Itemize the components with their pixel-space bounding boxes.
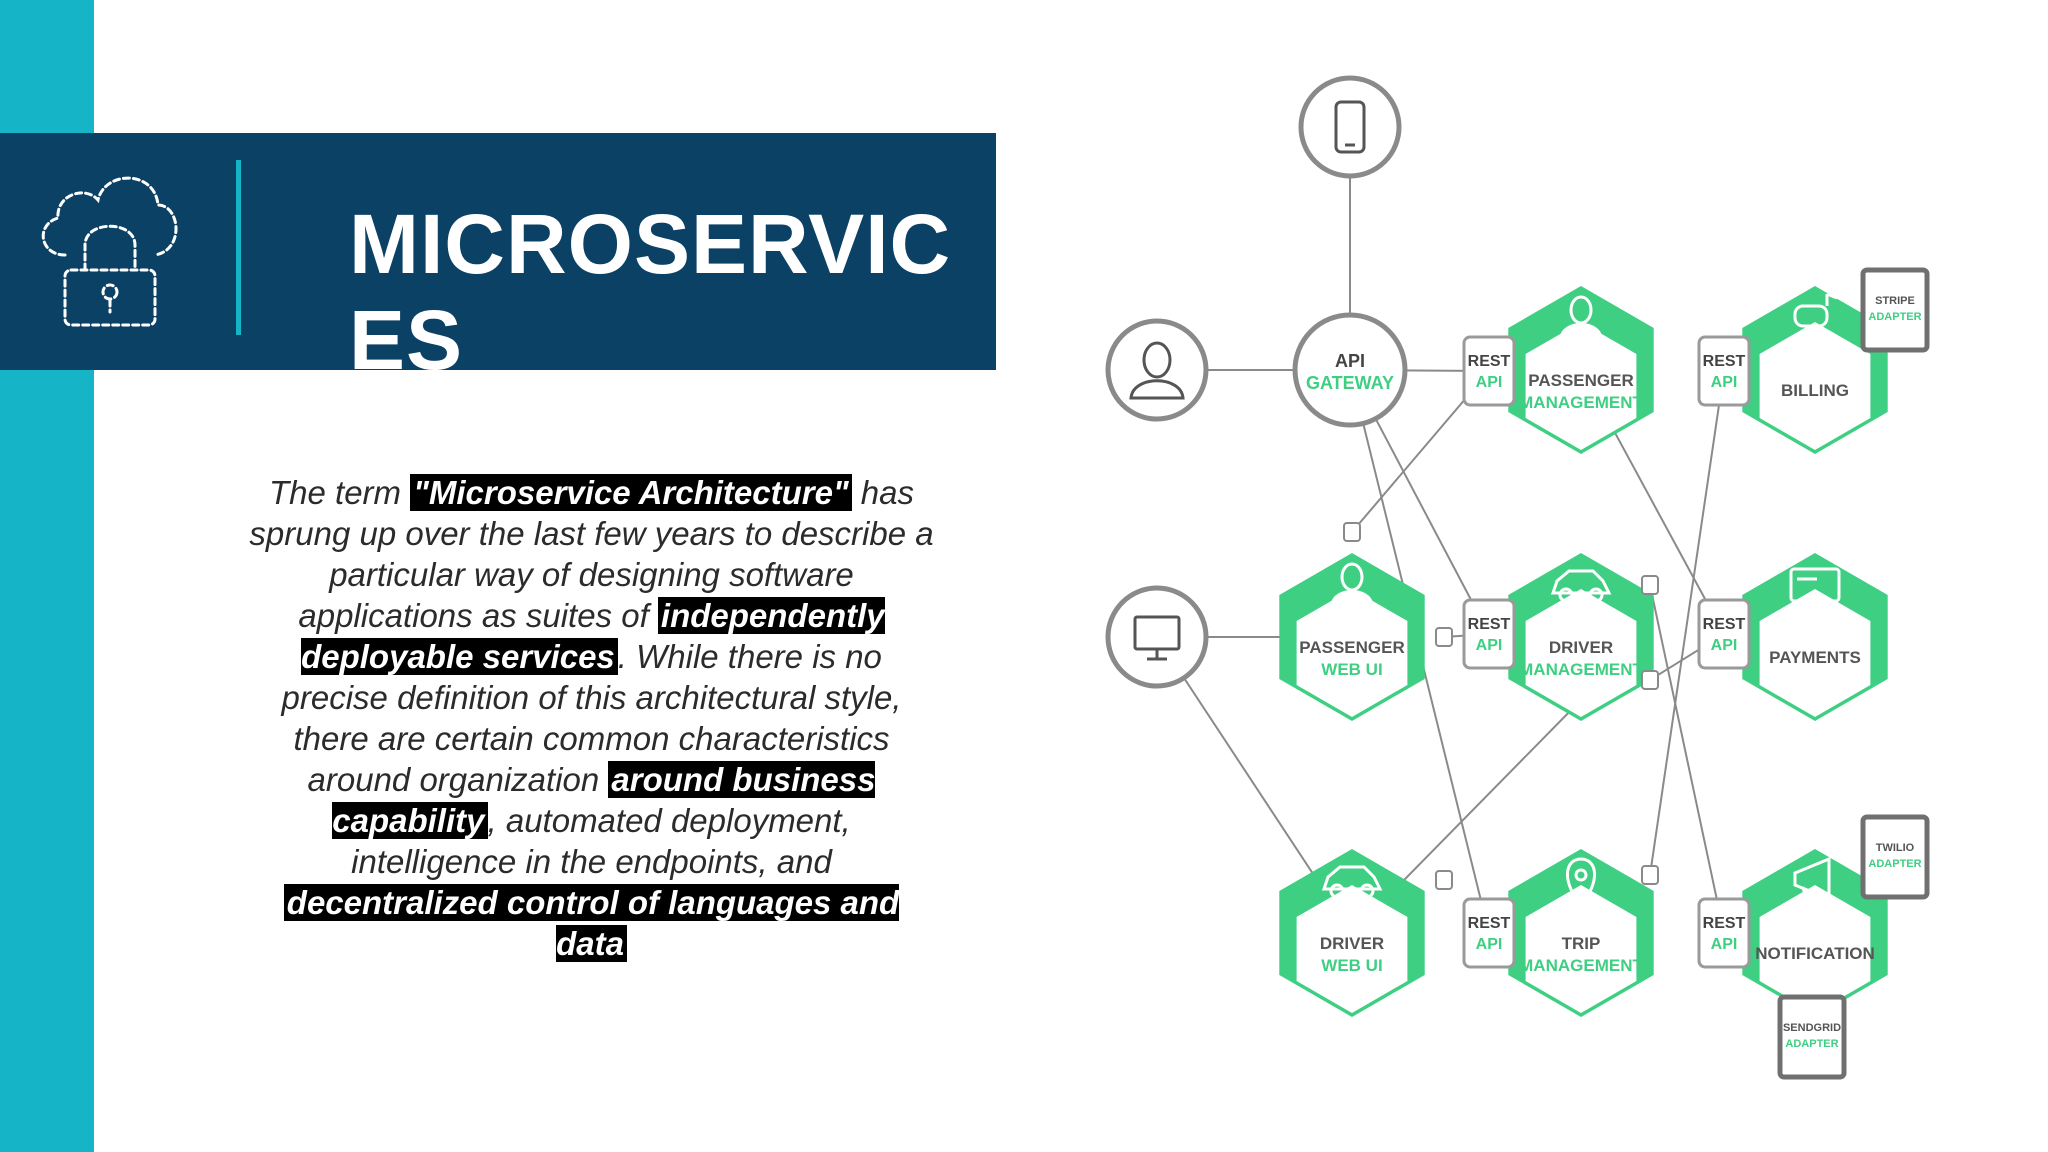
- adapter-sublabel: ADAPTER: [1785, 1038, 1838, 1050]
- service-label: DRIVER: [1549, 638, 1613, 657]
- service-hexagon-inner: [1296, 589, 1408, 717]
- adapter-label: TWILIO: [1876, 842, 1915, 854]
- desktop-client: [1105, 585, 1209, 689]
- service-hexagon-inner: [1296, 885, 1408, 1013]
- rest-api-label: REST: [1468, 616, 1511, 633]
- port-connector: [1435, 627, 1453, 647]
- rest-api-label: REST: [1468, 915, 1511, 932]
- user-icon: [1129, 341, 1185, 400]
- connector-line: [1649, 370, 1725, 876]
- adapter-label: STRIPE: [1875, 295, 1915, 307]
- rest-api-label: REST: [1703, 616, 1746, 633]
- service-hexagon-inner: [1525, 885, 1637, 1013]
- service-notification: NOTIFICATION: [1742, 849, 1888, 1017]
- description-text: has sprung up over the last few years to…: [249, 474, 934, 634]
- service-hexagon-inner: [1525, 589, 1637, 717]
- service-driver-management: DRIVER MANAGEMENT: [1508, 553, 1654, 721]
- adapter-sublabel: ADAPTER: [1868, 311, 1921, 323]
- service-billing: BILLING: [1742, 286, 1888, 454]
- port-connector: [1641, 865, 1659, 885]
- service-passenger-web-ui: PASSENGER WEB UI: [1279, 553, 1425, 721]
- car-icon: [1321, 865, 1383, 899]
- service-label: PASSENGER: [1528, 371, 1634, 390]
- service-label: TRIP: [1562, 934, 1601, 953]
- rest-api-label: REST: [1703, 915, 1746, 932]
- slide-description: The term "Microservice Architecture" has…: [248, 472, 935, 964]
- port-connector: [1435, 870, 1453, 890]
- title-divider: [236, 160, 241, 335]
- service-label: BILLING: [1781, 381, 1849, 400]
- rest-api-sublabel: API: [1476, 637, 1503, 654]
- service-hexagon-inner: [1759, 589, 1871, 717]
- monitor-icon: [1133, 615, 1181, 661]
- service-sublabel: MANAGEMENT: [1519, 956, 1643, 975]
- rest-api-label: REST: [1468, 353, 1511, 370]
- map-pin-icon: [1566, 857, 1596, 908]
- megaphone-icon: [1793, 856, 1831, 904]
- service-sublabel: MANAGEMENT: [1519, 660, 1643, 679]
- rest-api-box: REST API: [1697, 598, 1751, 670]
- service-label: PASSENGER: [1299, 638, 1405, 657]
- rest-api-label: REST: [1703, 353, 1746, 370]
- person-icon: [1330, 562, 1374, 606]
- port-connector: [1641, 670, 1659, 690]
- service-passenger-management: PASSENGER MANAGEMENT: [1508, 286, 1654, 454]
- service-hexagon-inner: [1525, 322, 1637, 450]
- rest-api-box: REST API: [1462, 598, 1516, 670]
- service-sublabel: WEB UI: [1321, 956, 1382, 975]
- adapter-label: SENDGRID: [1783, 1022, 1841, 1034]
- user-client: [1105, 318, 1209, 422]
- slide-title: MICROSERVICES: [349, 197, 952, 387]
- mobile-client: [1298, 75, 1402, 179]
- service-trip-management: TRIP MANAGEMENT: [1508, 849, 1654, 1017]
- mailbox-icon: [1793, 292, 1838, 342]
- cloud-lock-icon: [41, 176, 178, 327]
- phone-icon: [1334, 100, 1366, 154]
- service-payments: PAYMENTS: [1742, 553, 1888, 721]
- service-label: NOTIFICATION: [1755, 944, 1875, 963]
- api-gateway: [1292, 312, 1408, 428]
- description-text: , automated deployment, intelligence in …: [351, 802, 851, 880]
- description-text: . While there is no precise definition o…: [281, 638, 902, 798]
- adapter-sendgrid: SENDGRID ADAPTER: [1777, 994, 1847, 1080]
- rest-api-sublabel: API: [1711, 637, 1738, 654]
- service-hexagon-inner: [1759, 322, 1871, 450]
- service-hexagon-inner: [1759, 885, 1871, 1013]
- connector-line: [1649, 584, 1725, 934]
- service-label: DRIVER: [1320, 934, 1384, 953]
- service-sublabel: MANAGEMENT: [1519, 393, 1643, 412]
- description-text: The term: [269, 474, 411, 511]
- service-sublabel: WEB UI: [1321, 660, 1382, 679]
- adapter-stripe: STRIPE ADAPTER: [1860, 267, 1930, 353]
- rest-api-sublabel: API: [1711, 374, 1738, 391]
- port-connector: [1343, 522, 1361, 542]
- car-icon: [1550, 569, 1612, 603]
- adapter-twilio: TWILIO ADAPTER: [1860, 814, 1930, 900]
- port-connector: [1641, 575, 1659, 595]
- api-gateway-label: API: [1335, 351, 1365, 371]
- rest-api-box: REST API: [1697, 335, 1751, 407]
- person-icon: [1559, 295, 1603, 339]
- rest-api-sublabel: API: [1711, 936, 1738, 953]
- rest-api-sublabel: API: [1476, 936, 1503, 953]
- rest-api-box: REST API: [1697, 897, 1751, 969]
- highlighted-phrase: "Microservice Architecture": [410, 474, 852, 511]
- rest-api-box: REST API: [1462, 897, 1516, 969]
- card-icon: [1789, 567, 1841, 603]
- api-gateway-label: GATEWAY: [1306, 373, 1394, 393]
- service-label: PAYMENTS: [1769, 648, 1861, 667]
- service-driver-web-ui: DRIVER WEB UI: [1279, 849, 1425, 1017]
- rest-api-box: REST API: [1462, 335, 1516, 407]
- adapter-sublabel: ADAPTER: [1868, 858, 1921, 870]
- rest-api-sublabel: API: [1476, 374, 1503, 391]
- highlighted-phrase: decentralized control of languages and d…: [283, 884, 900, 962]
